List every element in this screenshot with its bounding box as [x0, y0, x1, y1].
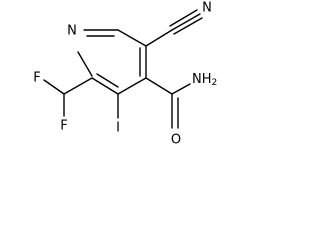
bond-c2-c3-inner: [96, 73, 119, 88]
amide-subscript-2: 2: [212, 78, 218, 88]
bond-ring-n-c2: [77, 51, 93, 77]
bond-nitrile-triple-3: [173, 17, 203, 35]
nitrile-group: [145, 9, 203, 47]
atom-fluorine-upper: F: [33, 71, 40, 86]
atom-nitrile-n: N: [202, 1, 212, 16]
bond-c3-c4: [117, 77, 147, 95]
carboxamide-group: [145, 77, 191, 129]
atom-iodine: I: [116, 121, 120, 136]
pyridine-ring: [77, 29, 147, 95]
atom-ring-n: N: [67, 24, 77, 39]
bond-cf2h-f-upper: [43, 79, 65, 95]
bond-c2-cf2h: [63, 77, 93, 95]
atom-fluorine-lower: F: [60, 119, 67, 134]
bond-c5-c6: [117, 29, 147, 47]
bond-nitrile-triple-1: [171, 13, 201, 31]
atom-amide-oxygen: O: [171, 133, 181, 148]
atom-amide-nitrogen: NH2: [192, 72, 217, 89]
molecule-structure: N N F F I NH2 O: [33, 1, 217, 148]
bond-c2-c3: [91, 77, 119, 95]
bond-c5-nitrile-c: [145, 29, 173, 47]
amide-nh-text: NH: [192, 72, 212, 87]
bond-amide-c-n: [171, 83, 191, 95]
bond-c4-amide-c: [145, 77, 173, 95]
bond-nitrile-triple-2: [169, 9, 198, 27]
difluoromethyl-group: [43, 77, 93, 117]
